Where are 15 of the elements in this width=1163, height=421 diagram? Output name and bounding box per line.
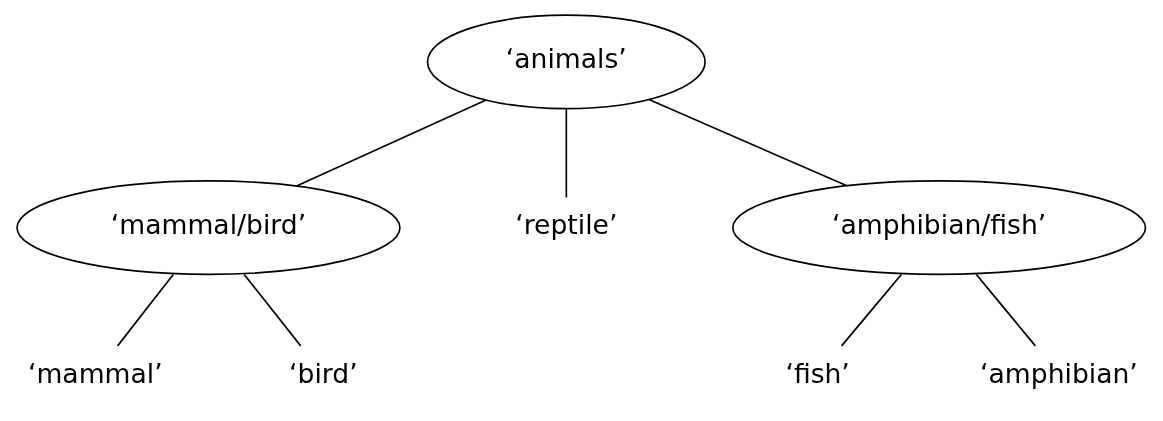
connector: [840, 273, 903, 347]
connector: [296, 99, 487, 187]
connector: [648, 98, 848, 187]
node-text: ‘fish’: [785, 357, 850, 389]
node-text: ‘mammal’: [27, 357, 163, 389]
connector: [975, 273, 1037, 347]
node-text: ‘reptile’: [515, 208, 618, 240]
node-ellipse: ‘animals’: [426, 14, 706, 110]
node-text: ‘bird’: [289, 357, 358, 389]
node-ellipse: ‘mammal/bird’: [16, 180, 401, 276]
node-ellipse: ‘amphibian/fish’: [731, 180, 1147, 276]
connector: [243, 273, 302, 347]
connector: [116, 273, 175, 347]
node-text: ‘amphibian’: [980, 357, 1138, 389]
connector: [565, 108, 568, 199]
